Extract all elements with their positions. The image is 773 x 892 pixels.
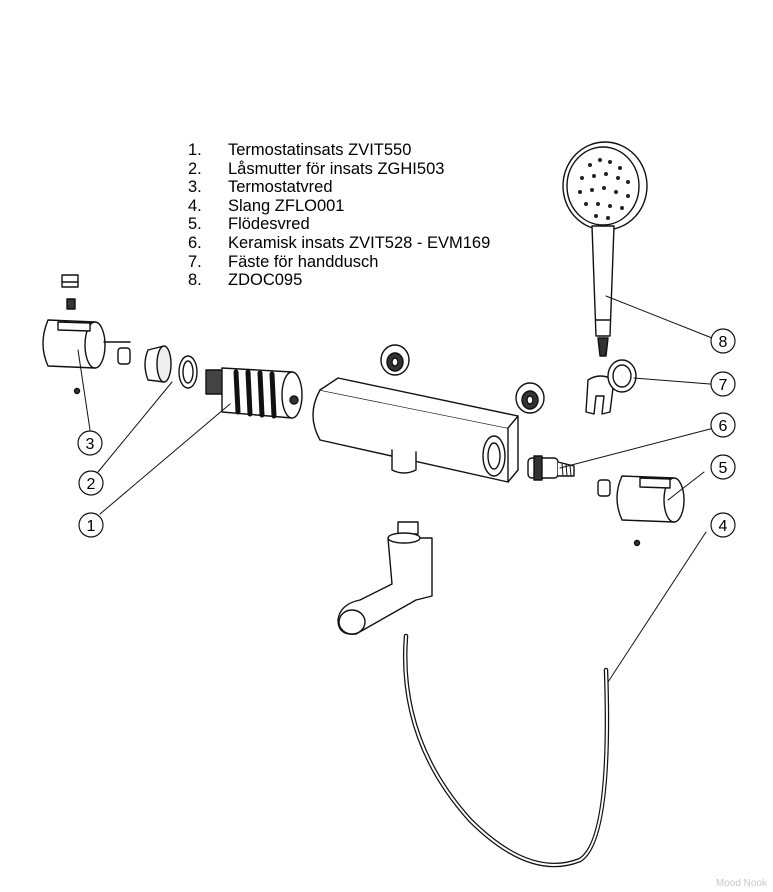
flow-knob-part xyxy=(597,475,685,547)
svg-text:3: 3 xyxy=(86,436,95,453)
legend-label: Fäste för handdusch xyxy=(228,252,379,271)
legend-number: 7. xyxy=(188,252,202,271)
connection-nut-right xyxy=(515,382,545,414)
svg-text:2: 2 xyxy=(87,476,96,493)
ceramic-cartridge-part xyxy=(527,455,575,481)
callout-8: 8 xyxy=(710,328,736,354)
legend-item: 5. Flödesvred xyxy=(188,215,490,234)
legend-number: 1. xyxy=(188,141,202,159)
leader-lines xyxy=(77,295,715,683)
mixer-body xyxy=(312,377,519,483)
callout-1: 1 xyxy=(78,512,104,538)
legend-label: ZDOC095 xyxy=(228,271,303,290)
watermark: Mood Nook xyxy=(715,878,767,889)
svg-text:6: 6 xyxy=(719,418,728,435)
connection-nut-left xyxy=(380,344,410,376)
callout-5: 5 xyxy=(710,454,736,480)
legend-number: 4. xyxy=(188,196,202,215)
callout-2: 2 xyxy=(78,470,104,496)
legend-label: Keramisk insats ZVIT528 - EVM169 xyxy=(228,233,491,252)
svg-text:1: 1 xyxy=(87,518,96,535)
hand-shower-part xyxy=(562,141,648,357)
legend-label: Slang ZFLO001 xyxy=(228,196,345,215)
svg-text:4: 4 xyxy=(719,518,728,535)
callout-3: 3 xyxy=(77,430,103,456)
legend-item: 4. Slang ZFLO001 xyxy=(188,197,490,216)
bath-spout xyxy=(337,521,433,635)
callout-6: 6 xyxy=(710,412,736,438)
legend-number: 8. xyxy=(188,271,202,290)
parts-legend: 1. Termostatinsats ZVIT550 2. Låsmutter fö… xyxy=(188,141,490,290)
legend-number: 3. xyxy=(188,178,202,197)
callout-4: 4 xyxy=(710,512,736,538)
legend-item: 8. ZDOC095 xyxy=(188,271,490,290)
legend-item: 6. Keramisk insats ZVIT528 - EVM169 xyxy=(188,234,490,253)
legend-label: Låsmutter för insats ZGHI503 xyxy=(228,159,445,178)
svg-text:8: 8 xyxy=(719,334,728,351)
thermostat-cartridge-part xyxy=(205,367,303,419)
legend-label: Flödesvred xyxy=(228,215,310,234)
svg-text:5: 5 xyxy=(719,460,728,477)
shower-holder-part xyxy=(585,359,637,415)
legend-label: Termostatinsats ZVIT550 xyxy=(228,141,412,159)
legend-number: 6. xyxy=(188,233,202,252)
legend-item: 1. Termostatinsats ZVIT550 xyxy=(188,141,490,160)
legend-number: 2. xyxy=(188,159,202,178)
legend-number: 5. xyxy=(188,215,202,234)
legend-item: 7. Fäste för handdusch xyxy=(188,253,490,272)
lock-nut-part xyxy=(144,345,198,389)
legend-label: Termostatvred xyxy=(228,178,333,197)
thermostat-knob-part xyxy=(42,274,131,395)
legend-item: 3. Termostatvred xyxy=(188,178,490,197)
svg-text:7: 7 xyxy=(719,377,728,394)
legend-item: 2. Låsmutter för insats ZGHI503 xyxy=(188,160,490,179)
callout-7: 7 xyxy=(710,371,736,397)
shower-hose-part xyxy=(403,633,610,868)
